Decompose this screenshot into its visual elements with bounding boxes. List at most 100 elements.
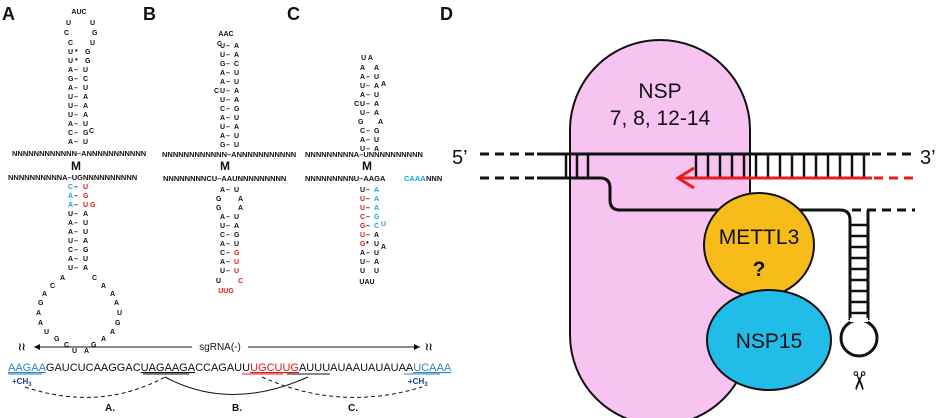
svg-text:A: A	[234, 124, 239, 131]
svg-text:–: –	[366, 187, 370, 194]
svg-text:U: U	[220, 124, 225, 131]
svg-text:–: –	[366, 146, 370, 153]
svg-text:A: A	[360, 65, 365, 72]
svg-text:–: –	[366, 101, 370, 108]
svg-text:G: G	[91, 342, 97, 349]
svg-text:U: U	[374, 241, 379, 248]
svg-text:A: A	[374, 232, 379, 239]
scissors-icon: ✂	[843, 370, 873, 392]
b-top-strand: NNNNNNNNNNNN–ANNNNNNNNNNN	[162, 150, 296, 159]
svg-text:–: –	[366, 74, 370, 81]
bracket-c	[261, 376, 423, 398]
svg-text:–: –	[74, 130, 78, 137]
svg-text:U: U	[83, 202, 88, 209]
mettl3-question: ?	[753, 258, 766, 281]
svg-text:A: A	[374, 83, 379, 90]
svg-text:–: –	[74, 184, 78, 191]
svg-text:A: A	[381, 81, 386, 88]
left-basepair-ticks	[564, 154, 590, 178]
bracket-label-a: A.	[105, 403, 115, 414]
svg-text:U: U	[234, 214, 239, 221]
svg-text:A: A	[42, 291, 47, 298]
hairpin-loop-circle	[839, 318, 879, 358]
three-prime-label: 3’	[920, 147, 936, 169]
svg-text:G: G	[83, 247, 89, 254]
svg-text:–: –	[74, 238, 78, 245]
svg-text:A: A	[83, 94, 88, 101]
svg-text:U: U	[360, 187, 365, 194]
nsp-numbers-label: 7, 8, 12-14	[610, 107, 711, 130]
svg-text:A: A	[83, 103, 88, 110]
svg-text:C: C	[238, 278, 243, 285]
svg-text:A: A	[220, 133, 225, 140]
svg-text:G: G	[234, 106, 240, 113]
svg-text:U: U	[68, 58, 73, 65]
svg-text:–: –	[74, 265, 78, 272]
svg-text:–: –	[74, 139, 78, 146]
svg-text:–: –	[366, 137, 370, 144]
svg-text:A: A	[360, 250, 365, 257]
svg-text:U: U	[220, 52, 225, 59]
svg-text:A: A	[83, 265, 88, 272]
panel-label-c: C	[287, 4, 300, 24]
svg-text:–: –	[74, 247, 78, 254]
svg-text:–: –	[226, 124, 230, 131]
svg-text:–: –	[74, 94, 78, 101]
svg-text:–: –	[226, 70, 230, 77]
svg-text:–: –	[366, 214, 370, 221]
svg-text:U: U	[360, 259, 365, 266]
svg-text:–: –	[226, 223, 230, 230]
svg-text:U: U	[220, 97, 225, 104]
svg-text:C: C	[220, 250, 225, 257]
svg-text:–: –	[74, 193, 78, 200]
svg-text:G: G	[220, 61, 226, 68]
svg-text:U: U	[90, 20, 95, 27]
panel-label-d: D	[440, 4, 453, 24]
svg-text:U: U	[234, 142, 239, 149]
svg-text:A: A	[68, 220, 73, 227]
svg-text:C: C	[83, 76, 88, 83]
svg-text:G: G	[92, 30, 98, 37]
svg-text:–: –	[366, 92, 370, 99]
svg-text:CAAA: CAAA	[404, 174, 426, 183]
svg-text:U: U	[234, 241, 239, 248]
svg-text:–: –	[74, 220, 78, 227]
svg-text:–: –	[366, 223, 370, 230]
svg-text:C: C	[68, 184, 73, 191]
svg-text:A: A	[68, 121, 73, 128]
svg-text:–: –	[74, 103, 78, 110]
svg-text:A: A	[83, 112, 88, 119]
svg-text:A: A	[220, 214, 225, 221]
svg-text:C: C	[217, 41, 222, 48]
svg-text:U: U	[220, 88, 225, 95]
bracket-b	[164, 376, 309, 395]
svg-text:U: U	[66, 20, 71, 27]
hairpin-ticks	[850, 223, 868, 315]
svg-text:G: G	[83, 193, 89, 200]
svg-text:U: U	[68, 238, 73, 245]
svg-text:A: A	[378, 119, 383, 126]
svg-text:–: –	[74, 121, 78, 128]
svg-text:A: A	[68, 85, 73, 92]
svg-text:A: A	[374, 187, 379, 194]
svg-text:U: U	[360, 196, 365, 203]
svg-text:–: –	[226, 133, 230, 140]
svg-text:A: A	[110, 291, 115, 298]
svg-text:A: A	[234, 52, 239, 59]
nsp-label: NSP	[638, 80, 681, 103]
svg-text:A: A	[234, 223, 239, 230]
hairpin-loop-b: AAC	[218, 31, 233, 38]
svg-text:A: A	[360, 74, 365, 81]
svg-text:A: A	[101, 283, 106, 290]
svg-text:G: G	[374, 128, 380, 135]
svg-text:C: C	[89, 128, 94, 135]
svg-text:C: C	[354, 101, 359, 108]
svg-text:U: U	[234, 268, 239, 275]
svg-text:–: –	[226, 52, 230, 59]
c-bottom-strand: NNNNNNNNNU–AAGA CAAA NNN	[305, 174, 442, 183]
